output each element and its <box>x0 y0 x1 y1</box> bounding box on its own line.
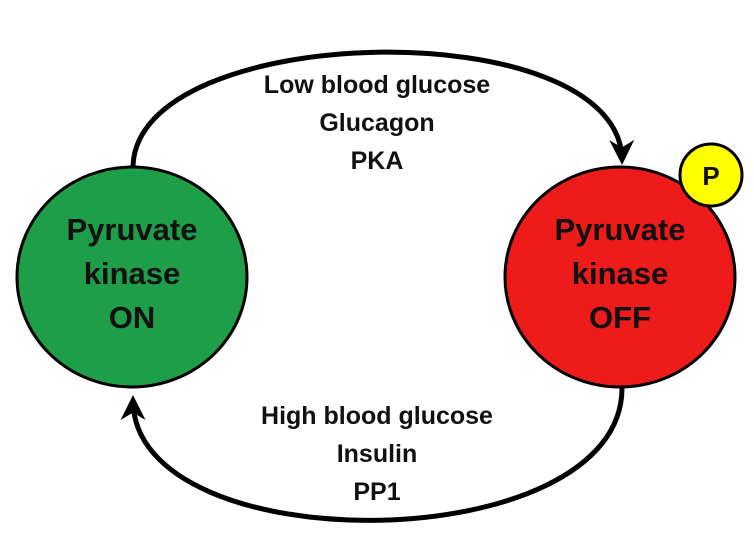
off-label-line2: kinase <box>572 256 669 291</box>
phosphate-label: P <box>702 161 719 191</box>
top-label-line1: Low blood glucose <box>264 71 490 99</box>
on-label-line2: kinase <box>84 256 181 291</box>
pyruvate-kinase-off-circle <box>503 165 737 389</box>
top-label-line3: PKA <box>351 147 404 175</box>
top-arrow <box>130 49 635 169</box>
bottom-label-line1: High blood glucose <box>261 402 493 430</box>
top-label-line2: Glucagon <box>319 109 434 137</box>
off-label-line3: OFF <box>589 300 651 335</box>
phosphate-circle <box>678 142 744 208</box>
bottom-arrow <box>120 386 625 523</box>
bottom-label-line2: Insulin <box>337 440 418 468</box>
on-label-line1: Pyruvate <box>67 212 198 247</box>
bottom-label-line3: PP1 <box>353 478 400 506</box>
off-label-line1: Pyruvate <box>555 212 686 247</box>
on-label-line3: ON <box>109 300 156 335</box>
pyruvate-kinase-on-circle <box>15 165 249 389</box>
